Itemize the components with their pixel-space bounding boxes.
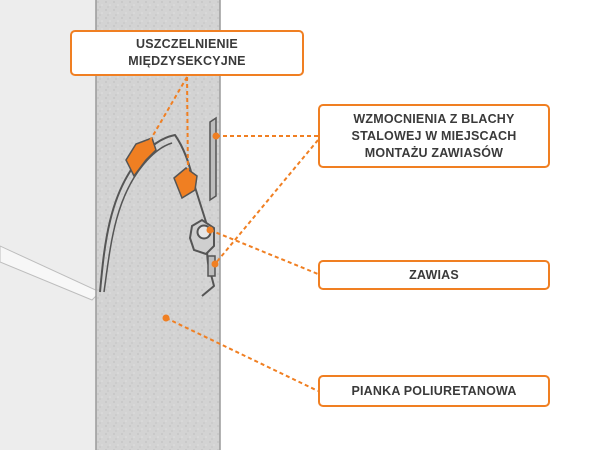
callout-seal-line-2: MIĘDZYSEKCYJNE xyxy=(128,54,246,68)
seal-upper xyxy=(125,137,157,178)
leader-lines xyxy=(147,76,319,392)
callout-seal-line-1: USZCZELNIENIE xyxy=(136,37,238,51)
callout-reinforcement-line-2: STALOWEJ W MIEJSCACH xyxy=(351,128,517,143)
reinforcement-plate xyxy=(209,116,217,202)
callout-hinge-label: ZAWIAS xyxy=(409,267,459,282)
callout-seal: USZCZELNIENIE MIĘDZYSEKCYJNE xyxy=(70,30,304,76)
callout-reinforcement-line-3: MONTAŻU ZAWIASÓW xyxy=(364,145,504,160)
callout-foam: PIANKA POLIURETANOWA xyxy=(318,375,550,407)
callout-foam-label: PIANKA POLIURETANOWA xyxy=(351,383,517,398)
sheet-edge xyxy=(0,245,101,301)
leader-dots xyxy=(144,132,220,322)
callout-reinforcement: WZMOCNIENIA Z BLACHY STALOWEJ W MIEJSCAC… xyxy=(318,104,550,168)
callout-hinge: ZAWIAS xyxy=(318,260,550,290)
callout-reinforcement-line-1: WZMOCNIENIA Z BLACHY xyxy=(353,111,515,126)
